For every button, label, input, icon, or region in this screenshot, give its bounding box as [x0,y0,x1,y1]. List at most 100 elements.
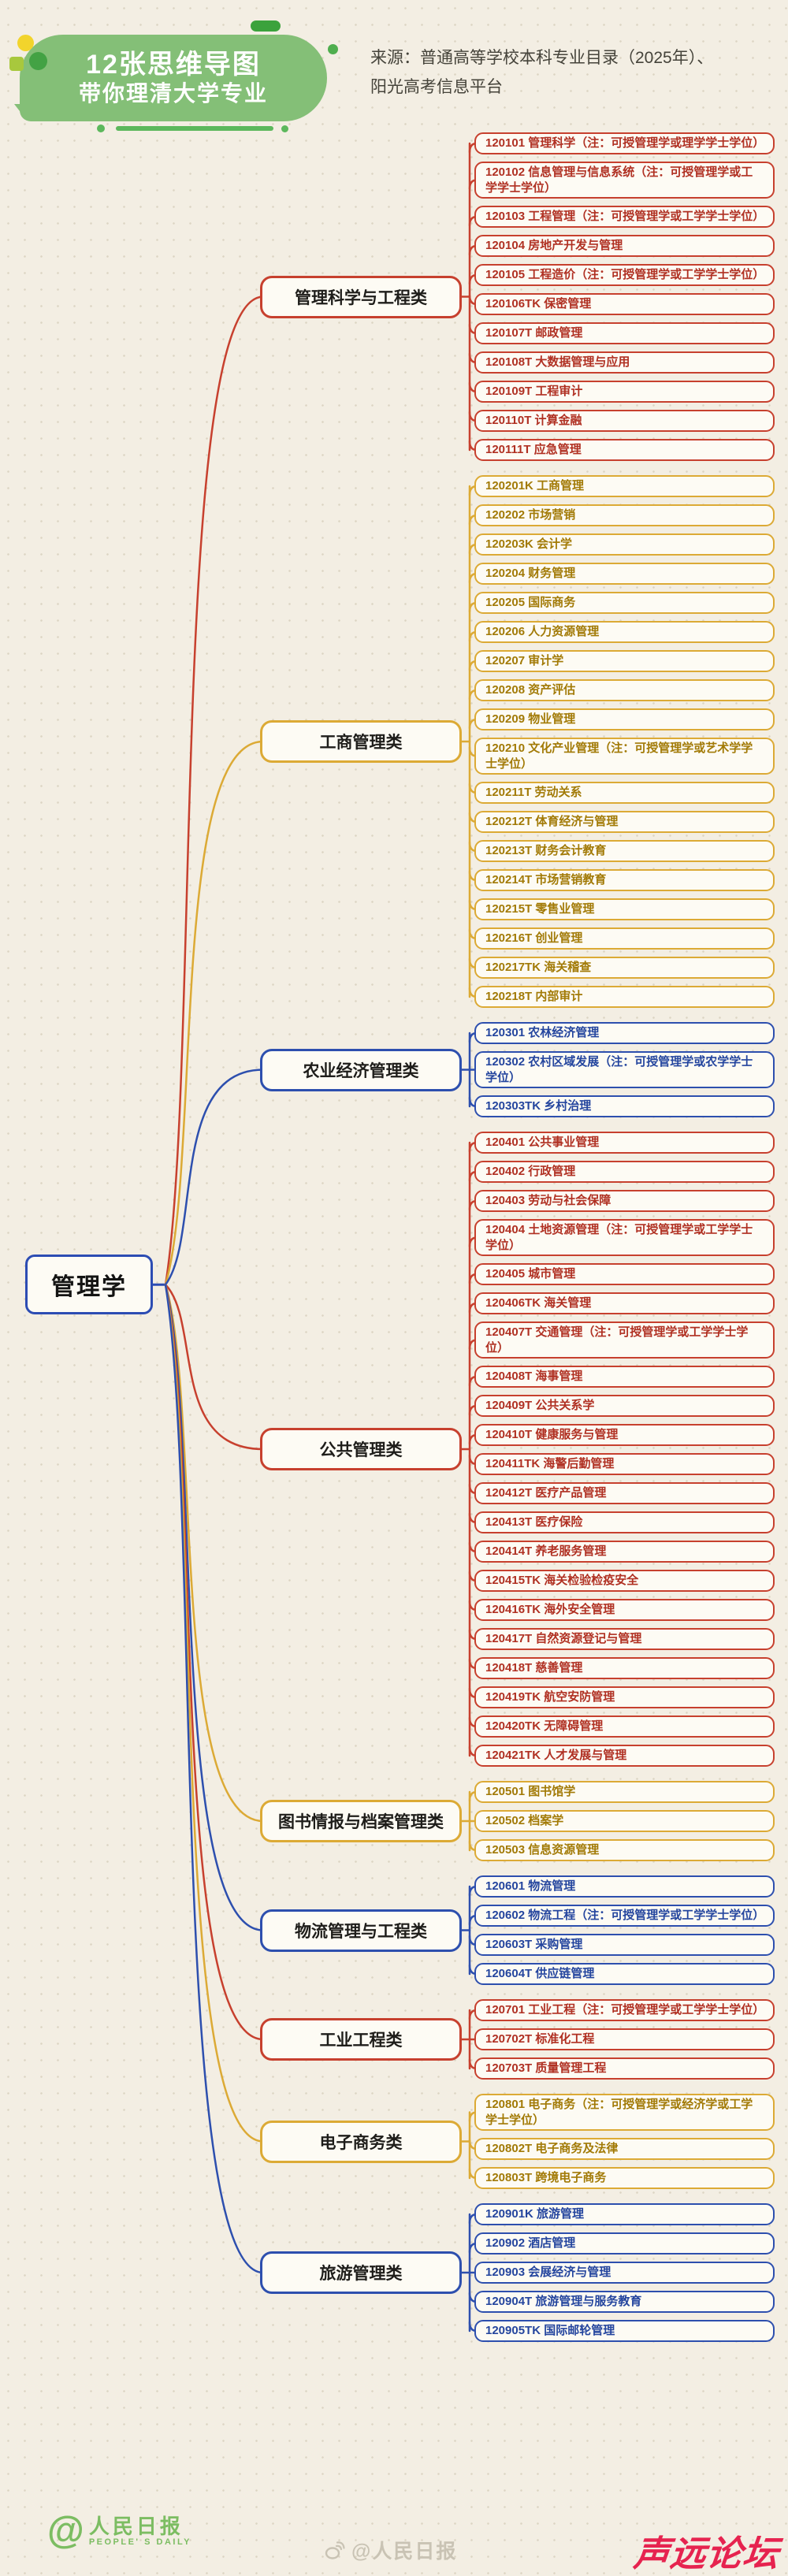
major-node: 120104 房地产开发与管理 [474,235,775,257]
category-node: 农业经济管理类 [260,1048,462,1091]
leaf-column: 120801 电子商务（注：可授管理学或经济学或工学学士学位）120802T 电… [474,2094,775,2189]
major-node: 120101 管理科学（注：可授管理学或理学学士学位） [474,132,775,154]
leaf-column: 120701 工业工程（注：可授管理学或工学学士学位） 120702T 标准化工程… [474,1999,775,2080]
deco-green-dot-right [328,44,338,54]
major-node: 120702T 标准化工程 [474,2028,775,2050]
major-node: 120410T 健康服务与管理 [474,1424,775,1446]
center-watermark: @人民日报 [325,2536,457,2564]
major-node: 120108T 大数据管理与应用 [474,351,775,374]
deco-yellow-circle [17,35,34,51]
major-node: 120103 工程管理（注：可授管理学或工学学士学位） [474,206,775,228]
deco-underline-dot-left [97,125,105,132]
major-node: 120107T 邮政管理 [474,322,775,344]
major-node: 120502 档案学 [474,1810,775,1832]
major-node: 120406TK 海关管理 [474,1292,775,1314]
major-node: 120206 人力资源管理 [474,621,775,643]
major-node: 120202 市场营销 [474,504,775,526]
category-node: 图书情报与档案管理类 [260,1800,462,1842]
major-node: 120216T 创业管理 [474,927,775,950]
major-node: 120803T 跨境电子商务 [474,2167,775,2189]
category-node: 旅游管理类 [260,2251,462,2294]
category-node: 物流管理与工程类 [260,1909,462,1952]
major-node: 120801 电子商务（注：可授管理学或经济学或工学学士学位） [474,2094,775,2131]
major-node: 120412T 医疗产品管理 [474,1482,775,1504]
major-node: 120302 农村区域发展（注：可授管理学或农学学士学位） [474,1051,775,1088]
badge-title-line2: 带你理清大学专业 [78,80,268,106]
major-node: 120419TK 航空安防管理 [474,1686,775,1708]
major-node: 120413T 医疗保险 [474,1511,775,1533]
forum-watermark: 声远论坛 [631,2533,782,2574]
leaf-column: 120901K 旅游管理 120902 酒店管理 120903 会展经济与管理 120… [474,2203,775,2342]
major-node: 120110T 计算金融 [474,410,775,432]
major-node: 120604T 供应链管理 [474,1963,775,1985]
major-node: 120407T 交通管理（注：可授管理学或工学学士学位） [474,1321,775,1359]
leaf-column: 120101 管理科学（注：可授管理学或理学学士学位）120102 信息管理与信… [474,132,775,461]
major-node: 120209 物业管理 [474,708,775,730]
major-node: 120301 农林经济管理 [474,1022,775,1044]
major-node: 120218T 内部审计 [474,986,775,1008]
major-node: 120201K 工商管理 [474,475,775,497]
branch-9: 旅游管理类 120901K 旅游管理 120902 酒店管理 120903 会展经济与… [0,2203,788,2342]
major-node: 120105 工程造价（注：可授管理学或工学学士学位） [474,264,775,286]
branch-5: 图书情报与档案管理类 120501 图书馆学 120502 档案学 120503 信息… [0,1781,788,1861]
major-node: 120211T 劳动关系 [474,782,775,804]
major-node: 120207 审计学 [474,650,775,672]
major-node: 120404 土地资源管理（注：可授管理学或工学学士学位） [474,1219,775,1256]
deco-green-circle [29,52,47,70]
logo-cn-text: 人民日报 [88,2514,184,2538]
source-line1: 来源：普通高等学校本科专业目录（2025年）、 [370,49,714,67]
category-node: 工业工程类 [260,2018,462,2061]
major-node: 120902 酒店管理 [474,2232,775,2254]
major-node: 120217TK 海关稽查 [474,957,775,979]
major-node: 120204 财务管理 [474,563,775,585]
major-node: 120303TK 乡村治理 [474,1095,775,1117]
deco-underline-dot-right [281,125,288,132]
deco-lime-square [9,57,24,71]
major-node: 120501 图书馆学 [474,1781,775,1803]
major-node: 120109T 工程审计 [474,381,775,403]
major-node: 120601 物流管理 [474,1875,775,1898]
major-node: 120205 国际商务 [474,592,775,614]
major-node: 120212T 体育经济与管理 [474,811,775,833]
weibo-icon [325,2541,345,2559]
major-node: 120418T 慈善管理 [474,1657,775,1679]
branch-7: 工业工程类 120701 工业工程（注：可授管理学或工学学士学位） 120702T … [0,1999,788,2080]
deco-underline [116,126,273,131]
major-node: 120503 信息资源管理 [474,1839,775,1861]
major-node: 120208 资产评估 [474,679,775,701]
major-node: 120214T 市场营销教育 [474,869,775,891]
major-node: 120905TK 国际邮轮管理 [474,2320,775,2342]
badge-title-line1: 12张思维导图 [86,49,261,80]
major-node: 120420TK 无障碍管理 [474,1715,775,1738]
major-node: 120405 城市管理 [474,1263,775,1285]
major-node: 120603T 采购管理 [474,1934,775,1956]
major-node: 120111T 应急管理 [474,439,775,461]
major-node: 120703T 质量管理工程 [474,2057,775,2080]
major-node: 120415TK 海关检验检疫安全 [474,1570,775,1592]
watermark-text: @人民日报 [351,2541,458,2563]
deco-green-pill [251,20,281,32]
category-node: 电子商务类 [260,2120,462,2163]
root-node: 管理学 [25,1255,153,1314]
logo-en-text: PEOPLE' S DAILY [88,2537,191,2548]
major-node: 120701 工业工程（注：可授管理学或工学学士学位） [474,1999,775,2021]
source-line2: 阳光高考信息平台 [370,77,503,96]
major-node: 120411TK 海警后勤管理 [474,1453,775,1475]
major-node: 120215T 零售业管理 [474,898,775,920]
major-node: 120904T 旅游管理与服务教育 [474,2291,775,2313]
major-node: 120903 会展经济与管理 [474,2262,775,2284]
category-node: 工商管理类 [260,720,462,763]
source-note: 来源：普通高等学校本科专业目录（2025年）、 阳光高考信息平台 [370,44,780,102]
major-node: 120401 公共事业管理 [474,1132,775,1154]
major-node: 120408T 海事管理 [474,1366,775,1388]
major-node: 120213T 财务会计教育 [474,840,775,862]
major-node: 120416TK 海外安全管理 [474,1599,775,1621]
major-node: 120901K 旅游管理 [474,2203,775,2225]
major-node: 120106TK 保密管理 [474,293,775,315]
